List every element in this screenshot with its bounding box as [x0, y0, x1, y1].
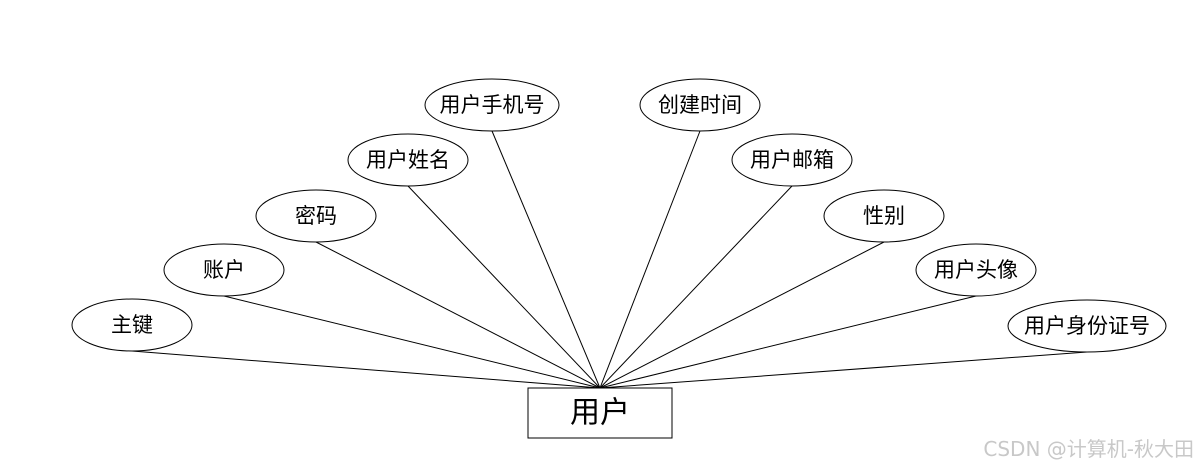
attribute-idcard: 用户身份证号 [1007, 299, 1167, 353]
attribute-ellipse-password [255, 189, 377, 243]
attribute-label-idcard: 用户身份证号 [1024, 314, 1150, 338]
attribute-ellipse-idcard [1007, 299, 1167, 353]
watermark: CSDN @计算机-秋大田 [983, 437, 1194, 461]
attribute-ellipse-email [731, 133, 853, 187]
attribute-ellipse-name [347, 133, 469, 187]
attribute-label-password: 密码 [295, 204, 337, 228]
connector-created [599, 130, 701, 389]
attribute-label-name: 用户姓名 [366, 148, 450, 172]
attribute-ellipse-account [163, 243, 285, 297]
attribute-label-avatar: 用户头像 [934, 258, 1018, 282]
connector-email [599, 185, 793, 389]
connector-lines [131, 130, 1088, 389]
attribute-ellipse-gender [823, 189, 945, 243]
attribute-label-phone: 用户手机号 [440, 93, 545, 117]
attribute-email: 用户邮箱 [731, 133, 853, 187]
attribute-label-gender: 性别 [863, 204, 905, 228]
attribute-gender: 性别 [823, 189, 945, 243]
entity-label: 用户 [570, 396, 630, 431]
attribute-name: 用户姓名 [347, 133, 469, 187]
connector-phone [491, 130, 601, 389]
attribute-ellipse-avatar [915, 243, 1037, 297]
attribute-label-email: 用户邮箱 [750, 148, 834, 172]
connector-gender [599, 241, 885, 389]
attribute-ellipse-phone [424, 78, 560, 132]
attribute-label-created: 创建时间 [658, 93, 742, 117]
connector-account [223, 295, 601, 389]
connector-pk [131, 350, 601, 389]
connector-avatar [599, 295, 977, 389]
attribute-ellipse-pk [71, 298, 193, 352]
connector-idcard [599, 351, 1088, 389]
attribute-pk: 主键 [71, 298, 193, 352]
attribute-phone: 用户手机号 [424, 78, 560, 132]
attribute-password: 密码 [255, 189, 377, 243]
connector-password [315, 241, 601, 389]
attribute-label-account: 账户 [203, 258, 245, 282]
attribute-created: 创建时间 [639, 78, 761, 132]
attribute-label-pk: 主键 [111, 313, 153, 337]
attribute-account: 账户 [163, 243, 285, 297]
connector-name [407, 185, 601, 389]
attribute-ellipse-created [639, 78, 761, 132]
entity-box: 用户 [527, 387, 673, 439]
attribute-avatar: 用户头像 [915, 243, 1037, 297]
